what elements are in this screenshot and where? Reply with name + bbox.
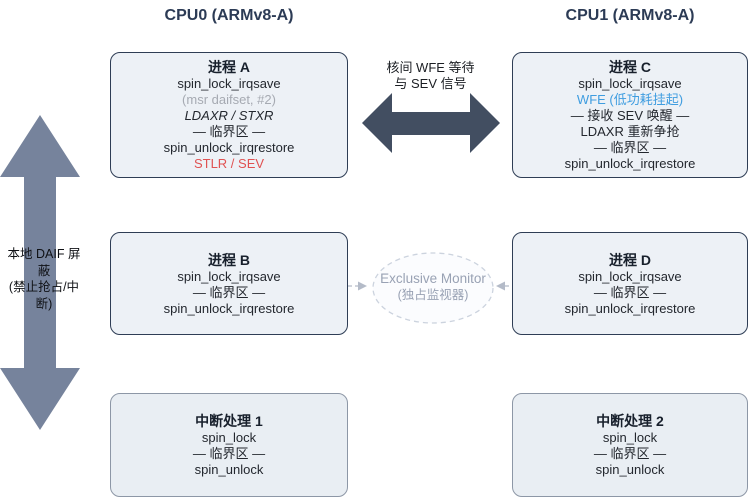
wfe-sev-double-arrow-icon <box>362 93 500 153</box>
process-a-line: (msr daifset, #2) <box>182 92 276 107</box>
daif-mask-label-line4: 断) <box>35 296 53 311</box>
cpu1-header: CPU1 (ARMv8-A) <box>565 7 695 24</box>
process-b-title: 进程 B <box>208 251 250 268</box>
process-c-line: spin_unlock_irqrestore <box>564 156 696 171</box>
irq-handler-2-line: — 临界区 — <box>593 446 667 461</box>
exclusive-monitor-title: Exclusive Monitor <box>380 271 486 286</box>
wfe-sev-arrow-label-line2: 与 SEV 信号 <box>394 76 467 91</box>
process-d-title: 进程 D <box>609 251 651 268</box>
irq-handler-1-title: 中断处理 1 <box>195 413 263 429</box>
process-c-line: spin_lock_irqsave <box>578 76 682 91</box>
process-a-line: spin_lock_irqsave <box>177 76 281 91</box>
process-d-box: 进程 D spin_lock_irqsave — 临界区 — spin_unlo… <box>512 232 748 335</box>
wfe-sev-arrow-label: 核间 WFE 等待 与 SEV 信号 <box>353 60 508 92</box>
irq-handler-1-line: — 临界区 — <box>192 446 266 461</box>
process-c-line: WFE (低功耗挂起) <box>576 92 684 107</box>
wfe-sev-arrow-label-line1: 核间 WFE 等待 <box>386 60 475 75</box>
process-b-line: spin_unlock_irqrestore <box>163 300 295 316</box>
process-c-title: 进程 C <box>609 59 651 75</box>
process-d-line: spin_unlock_irqrestore <box>564 300 696 316</box>
monitor-link-left-arrowhead-icon <box>358 281 367 291</box>
process-a-line: spin_unlock_irqrestore <box>163 140 295 155</box>
exclusive-monitor-subtitle: (独占监视器) <box>397 288 469 302</box>
process-a-title: 进程 A <box>208 59 250 75</box>
process-b-box: 进程 B spin_lock_irqsave — 临界区 — spin_unlo… <box>110 232 348 335</box>
process-d-line: spin_lock_irqsave <box>578 268 682 284</box>
daif-mask-label-line3: (禁止抢占/中 <box>8 280 80 294</box>
monitor-link-right-arrowhead-icon <box>496 281 505 291</box>
irq-handler-1-line: spin_lock <box>201 430 257 445</box>
process-b-line: — 临界区 — <box>192 284 266 300</box>
process-a-line: LDAXR / STXR <box>184 108 274 123</box>
daif-scope-double-arrow-icon <box>0 115 80 430</box>
process-c-line: — 接收 SEV 唤醒 — <box>570 108 690 123</box>
irq-handler-1-box: 中断处理 1 spin_lock — 临界区 — spin_unlock <box>110 393 348 497</box>
process-a-box: 进程 A spin_lock_irqsave (msr daifset, #2)… <box>110 52 348 178</box>
process-c-line: LDAXR 重新争抢 <box>580 124 680 139</box>
process-b-line: spin_lock_irqsave <box>177 268 281 284</box>
daif-mask-label-line1: 本地 DAIF 屏 <box>7 247 81 261</box>
irq-handler-1-line: spin_unlock <box>194 462 264 477</box>
daif-mask-label: 本地 DAIF 屏 蔽 (禁止抢占/中 断) <box>0 246 88 312</box>
irq-handler-2-line: spin_lock <box>602 430 658 445</box>
process-c-box: 进程 C spin_lock_irqsave WFE (低功耗挂起) — 接收 … <box>512 52 748 178</box>
cpu0-header: CPU0 (ARMv8-A) <box>164 7 294 24</box>
irq-handler-2-title: 中断处理 2 <box>596 413 664 429</box>
irq-handler-2-line: spin_unlock <box>595 462 665 477</box>
exclusive-monitor-label: Exclusive Monitor (独占监视器) <box>363 270 503 303</box>
process-a-line: STLR / SEV <box>193 156 265 171</box>
process-c-line: — 临界区 — <box>593 140 667 155</box>
process-d-line: — 临界区 — <box>593 284 667 300</box>
process-a-line: — 临界区 — <box>192 124 266 139</box>
irq-handler-2-box: 中断处理 2 spin_lock — 临界区 — spin_unlock <box>512 393 748 497</box>
exclusive-monitor-ellipse <box>372 252 494 324</box>
daif-mask-label-line2: 蔽 <box>37 263 51 278</box>
